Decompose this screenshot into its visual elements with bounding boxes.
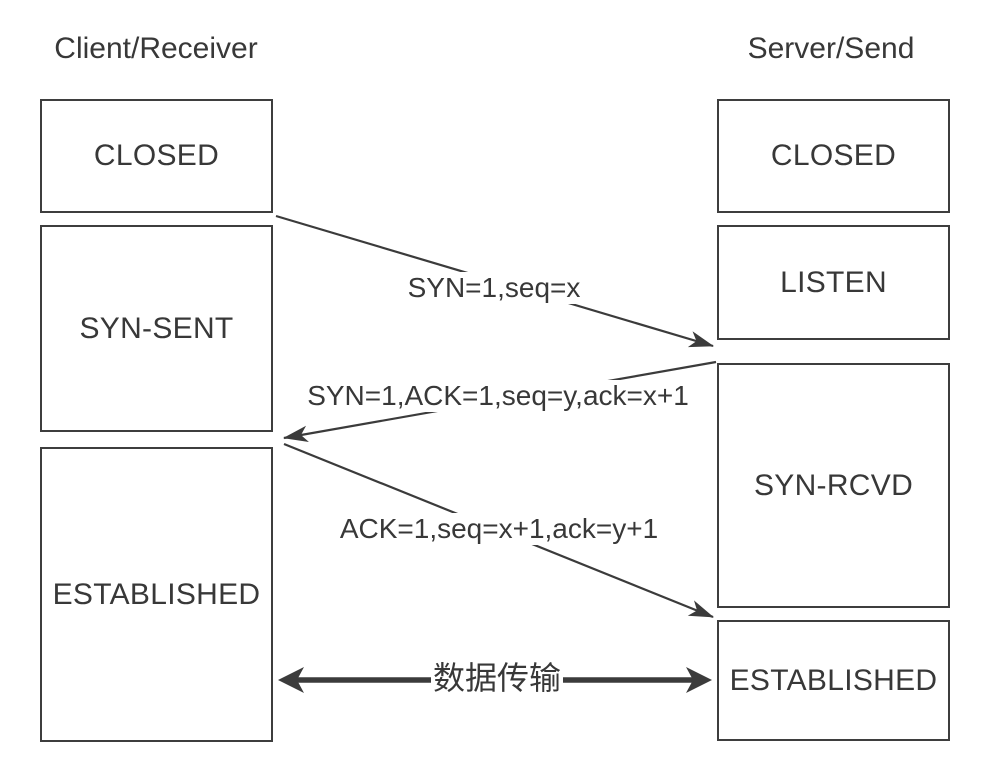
message-label-ack: ACK=1,seq=x+1,ack=y+1 xyxy=(335,513,663,546)
state-box-server-established: ESTABLISHED xyxy=(717,620,950,741)
state-label-client-established: ESTABLISHED xyxy=(52,577,261,611)
state-box-client-syn-sent: SYN-SENT xyxy=(40,225,273,432)
state-label-client-closed: CLOSED xyxy=(93,139,220,172)
state-box-server-syn-rcvd: SYN-RCVD xyxy=(717,363,950,608)
state-box-client-established: ESTABLISHED xyxy=(40,447,273,742)
state-label-server-syn-rcvd: SYN-RCVD xyxy=(753,468,914,502)
state-box-server-closed: CLOSED xyxy=(717,99,950,213)
state-box-client-closed: CLOSED xyxy=(40,99,273,213)
server-column-title: Server/Send xyxy=(747,32,915,65)
state-label-server-established: ESTABLISHED xyxy=(729,663,938,697)
client-column-title: Client/Receiver xyxy=(54,32,258,65)
state-label-client-syn-sent: SYN-SENT xyxy=(79,311,234,345)
state-label-server-listen: LISTEN xyxy=(780,265,887,299)
state-label-server-closed: CLOSED xyxy=(770,139,897,172)
data-transfer-right-arrowhead xyxy=(686,667,712,693)
message-label-data-transfer: 数据传输 xyxy=(430,660,564,697)
data-transfer-left-arrowhead xyxy=(278,667,304,693)
state-box-server-listen: LISTEN xyxy=(717,225,950,340)
message-label-syn-ack: SYN=1,ACK=1,seq=y,ack=x+1 xyxy=(303,380,693,413)
message-label-syn: SYN=1,seq=x xyxy=(403,272,585,305)
